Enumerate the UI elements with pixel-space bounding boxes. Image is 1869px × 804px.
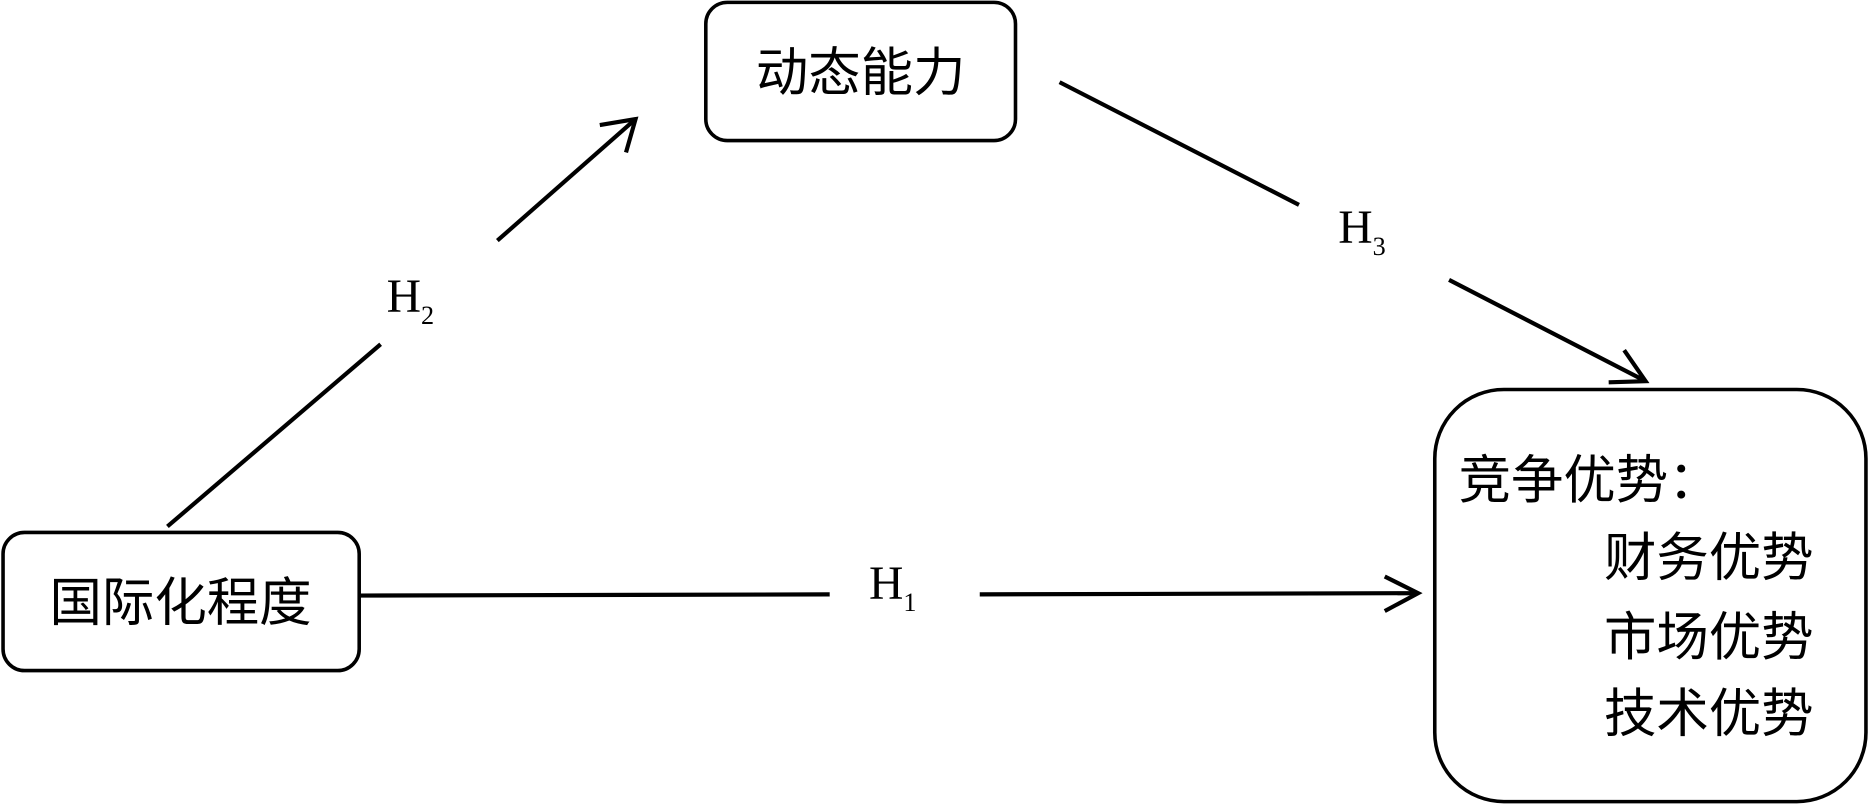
arrow-line (166, 342, 382, 529)
node-label: 动态能力 (756, 43, 966, 104)
arrowhead-icon (1608, 349, 1650, 385)
path-label-h3: H3 (1338, 202, 1385, 261)
arrow-h1: H1 (359, 558, 1423, 617)
node-dynamic-capability: 动态能力 (704, 0, 1018, 143)
node-competitive-advantage: 竞争优势： 财务优势 市场优势 技术优势 (1432, 387, 1868, 804)
advantage-item: 技术优势 (1604, 683, 1814, 744)
arrowhead-icon (599, 116, 639, 154)
node-internationalization: 国际化程度 (1, 530, 361, 673)
arrow-h2: H2 (166, 116, 639, 529)
path-label-h2: H2 (387, 271, 434, 330)
arrow-line (495, 117, 637, 243)
arrow-line (1448, 278, 1647, 384)
arrow-line (979, 591, 1419, 597)
arrow-line (359, 592, 830, 598)
node-box (1, 530, 361, 673)
arrow-h3: H3 (1058, 80, 1650, 385)
arrow-line (1058, 80, 1300, 207)
arrowhead-icon (1383, 574, 1423, 613)
path-label-h1: H1 (869, 558, 916, 617)
advantage-item: 市场优势 (1604, 607, 1814, 668)
node-box (704, 0, 1018, 143)
node-label: 国际化程度 (50, 573, 312, 634)
advantage-item: 财务优势 (1604, 527, 1814, 588)
node-box (1432, 387, 1868, 804)
node-title: 竞争优势： (1459, 450, 1721, 511)
